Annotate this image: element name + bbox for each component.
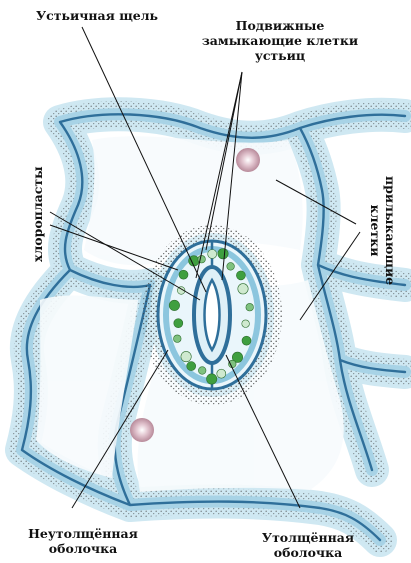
chloroplast (208, 250, 217, 259)
chloroplast (242, 320, 250, 328)
chloroplast (187, 362, 196, 371)
chloroplast (236, 271, 245, 280)
chloroplast (174, 319, 183, 328)
chloroplast (227, 263, 235, 271)
label-subsidiary-cells: прилыкающие клетки (368, 176, 398, 285)
label-guard-cells: Подвижные замыкающие клетки устьиц (190, 18, 370, 63)
chloroplast (217, 369, 226, 378)
label-thick-wall: Утолщённая оболочка (238, 530, 378, 560)
chloroplast (198, 255, 206, 263)
chloroplast (174, 335, 182, 343)
chloroplast (181, 351, 191, 361)
nucleus (236, 148, 260, 172)
chloroplast (169, 300, 179, 310)
label-chloroplasts: хлоропласты (30, 166, 45, 262)
chloroplast (229, 360, 237, 368)
nucleus (130, 418, 154, 442)
chloroplast (179, 270, 188, 279)
label-stomatal-pore: Устьичная щель (36, 8, 158, 23)
chloroplast (207, 374, 217, 384)
chloroplast (242, 336, 251, 345)
chloroplast (218, 249, 228, 259)
chloroplast (246, 303, 254, 311)
stomatal-pore (205, 280, 220, 350)
chloroplast (238, 284, 248, 294)
chloroplast (198, 367, 206, 375)
label-thin-wall: Неутолщённая оболочка (8, 526, 158, 556)
